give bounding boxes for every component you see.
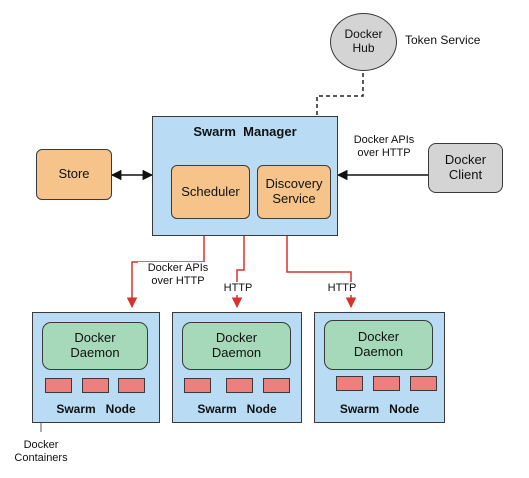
docker-container bbox=[118, 378, 145, 393]
docker-container bbox=[336, 376, 363, 391]
hub-dashed-connector bbox=[316, 66, 364, 116]
docker-hub-label: Docker Hub bbox=[344, 27, 383, 55]
node3-link-label: HTTP bbox=[322, 282, 362, 295]
docker-container bbox=[373, 376, 400, 391]
docker-container bbox=[45, 378, 72, 393]
docker-daemon-3-label: Docker Daemon bbox=[353, 329, 404, 359]
docker-hub-circle: Docker Hub bbox=[330, 13, 397, 71]
docker-client-label: Docker Client bbox=[444, 152, 487, 182]
manager-node3-connector bbox=[286, 235, 357, 309]
scheduler-box: Scheduler bbox=[171, 165, 250, 219]
swarm-manager-title: Swarm Manager bbox=[193, 124, 297, 139]
node1-link-label: Docker APIs over HTTP bbox=[138, 262, 218, 288]
discovery-service-box: Discovery Service bbox=[257, 165, 331, 219]
store-box: Store bbox=[36, 149, 112, 200]
docker-containers-label: Docker Containers bbox=[14, 439, 68, 464]
node2-link-label: HTTP bbox=[218, 282, 258, 295]
docker-daemon-2: Docker Daemon bbox=[182, 322, 291, 370]
docker-container bbox=[410, 376, 437, 391]
docker-daemon-1-label: Docker Daemon bbox=[70, 330, 120, 360]
docker-container bbox=[184, 378, 211, 393]
docker-daemon-1: Docker Daemon bbox=[42, 322, 148, 370]
store-label: Store bbox=[58, 166, 90, 182]
docker-container bbox=[226, 378, 253, 393]
client-api-label: Docker APIs over HTTP bbox=[353, 134, 415, 159]
docker-daemon-2-label: Docker Daemon bbox=[211, 330, 262, 360]
swarm-node-2-title: Swarm Node bbox=[197, 402, 277, 416]
discovery-service-label: Discovery Service bbox=[265, 176, 323, 206]
docker-container bbox=[263, 378, 290, 393]
manager-node2-connector bbox=[231, 235, 245, 309]
docker-client-box: Docker Client bbox=[428, 143, 503, 193]
docker-container bbox=[82, 378, 109, 393]
token-service-label: Token Service bbox=[405, 33, 481, 47]
swarm-node-1-title: Swarm Node bbox=[56, 402, 136, 416]
swarm-node-3-title: Swarm Node bbox=[339, 402, 420, 416]
docker-daemon-3: Docker Daemon bbox=[324, 320, 433, 370]
scheduler-label: Scheduler bbox=[181, 183, 240, 199]
